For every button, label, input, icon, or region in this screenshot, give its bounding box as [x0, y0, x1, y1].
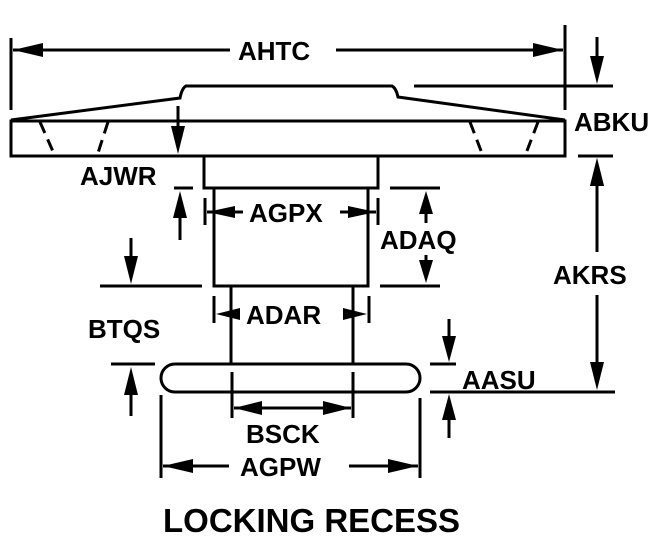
- label-ajwr: AJWR: [80, 161, 157, 191]
- dimension-bsck: BSCK: [230, 372, 355, 449]
- arrowhead-down-icon: [171, 126, 185, 154]
- hidden-line-right-inner: [468, 121, 485, 157]
- dimension-btqs: BTQS: [88, 238, 202, 416]
- label-adar: ADAR: [246, 300, 321, 330]
- label-bsck: BSCK: [246, 419, 320, 449]
- arrowhead-up-icon: [419, 191, 433, 214]
- label-akrs: AKRS: [553, 260, 627, 290]
- label-agpx: AGPX: [249, 198, 323, 228]
- part-outline: [9, 84, 567, 394]
- label-ahtc: AHTC: [238, 36, 310, 66]
- drawing-title: LOCKING RECESS: [163, 502, 460, 539]
- label-abku: ABKU: [574, 107, 649, 137]
- dimension-ahtc: AHTC: [9, 25, 567, 110]
- label-btqs: BTQS: [88, 314, 160, 344]
- arrowhead-down-icon: [124, 256, 138, 284]
- dimension-adar: ADAR: [212, 296, 371, 330]
- dimension-agpx: AGPX: [203, 198, 380, 228]
- arrowhead-down-icon: [590, 56, 604, 84]
- arrowhead-right-icon: [343, 308, 367, 320]
- dimension-akrs: AKRS: [430, 158, 627, 394]
- arrowhead-left-icon: [234, 401, 262, 415]
- hidden-line-left-outer: [38, 121, 57, 157]
- dimension-aasu: AASU: [430, 319, 536, 438]
- arrowhead-right-icon: [388, 459, 418, 473]
- arrowhead-left-icon: [13, 43, 43, 57]
- arrowhead-right-icon: [348, 206, 376, 218]
- label-aasu: AASU: [462, 365, 536, 395]
- dimension-adaq: ADAQ: [380, 186, 457, 288]
- upper-neck: [212, 186, 370, 288]
- hidden-line-left-inner: [95, 121, 110, 157]
- flange-top-profile: [10, 84, 566, 122]
- arrowhead-left-icon: [216, 308, 240, 320]
- arrowhead-up-icon: [124, 367, 138, 395]
- arrowhead-left-icon: [163, 459, 193, 473]
- dimension-agpw: AGPW: [159, 395, 422, 482]
- arrowhead-up-icon: [442, 394, 456, 420]
- arrowhead-down-icon: [442, 336, 456, 362]
- label-adaq: ADAQ: [380, 225, 457, 255]
- arrowhead-up-icon: [590, 158, 604, 186]
- shoulder: [202, 154, 380, 190]
- arrowhead-left-icon: [207, 206, 235, 218]
- flange-body: [9, 119, 567, 158]
- locking-slot: [159, 362, 422, 394]
- arrowhead-right-icon: [533, 43, 563, 57]
- arrowhead-up-icon: [173, 191, 187, 218]
- arrowhead-right-icon: [323, 401, 351, 415]
- arrowhead-down-icon: [590, 362, 604, 390]
- dimension-ajwr: AJWR: [80, 106, 193, 240]
- arrowhead-down-icon: [419, 260, 433, 283]
- hidden-line-right-outer: [523, 121, 540, 157]
- dimension-abku: ABKU: [414, 37, 649, 200]
- label-agpw: AGPW: [240, 452, 321, 482]
